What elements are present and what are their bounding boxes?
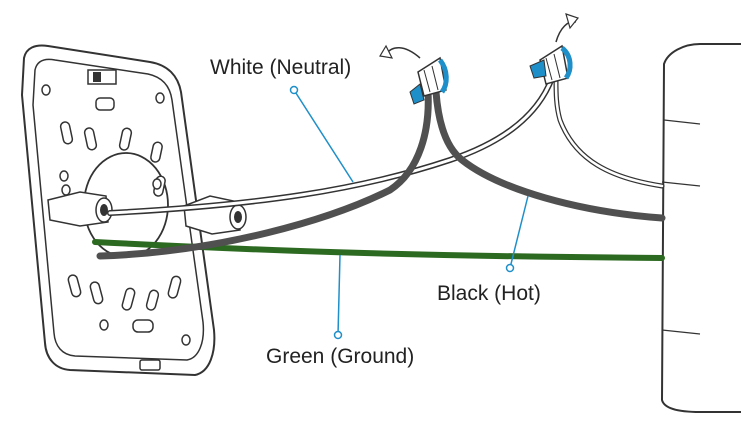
green-wire — [92, 239, 665, 261]
mounting-plate — [20, 44, 247, 377]
wire-nut-left — [379, 44, 449, 105]
label-black-hot: Black (Hot) — [437, 282, 541, 305]
wire-nut-right — [529, 13, 580, 85]
leader-lines — [289, 85, 529, 340]
label-green-ground: Green (Ground) — [266, 345, 415, 368]
junction-box — [660, 43, 741, 413]
black-wire — [96, 88, 432, 260]
label-white-neutral: White (Neutral) — [210, 56, 352, 79]
